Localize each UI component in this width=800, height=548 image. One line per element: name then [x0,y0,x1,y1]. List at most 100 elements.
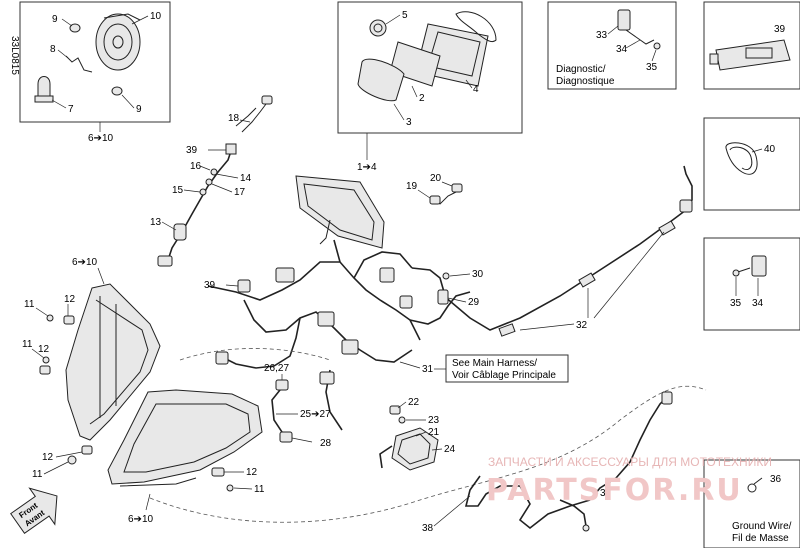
diagnostic-caption-2: Diagnostique [556,76,615,87]
sensor-29-30 [437,272,450,305]
callout-23: 23 [428,415,440,426]
front-arrow: Front Avant [10,487,58,534]
ref-6-10-top: 6➔10 [88,133,114,144]
callout-35-b: 35 [730,298,742,309]
seal-gasket [455,11,497,43]
callout-11-c: 11 [32,469,43,480]
callout-39-c: 39 [204,280,216,291]
callout-18: 18 [228,113,240,124]
callout-28: 28 [320,438,332,449]
callout-14: 14 [240,173,252,184]
part-29 [437,289,449,305]
ref-1-4: 1➔4 [357,162,377,173]
callout-19: 19 [406,181,418,192]
callout-12-a: 12 [64,294,76,305]
callout-33: 33 [596,30,608,41]
bulb-9-bottom [111,86,123,96]
inset-diagnostic-frame [547,1,677,90]
bracket-34 [751,255,767,277]
callout-11-a: 11 [24,299,35,310]
callout-2: 2 [419,93,425,104]
watermark-logo: PARTSFOR.RU [486,473,743,508]
callout-10: 10 [150,11,162,22]
grommet-16 [225,143,237,155]
diagnostic-caption-1: Diagnostic/ [556,64,606,75]
callout-21: 21 [428,427,440,438]
harness-caption-1: See Main Harness/ [452,358,537,369]
callout-34-a: 34 [616,44,628,55]
callout-39-b: 39 [186,145,198,156]
callout-12-b: 12 [38,344,50,355]
part-20 [451,183,463,193]
bracket-inset [732,255,767,277]
ref-25-27: 25➔27 [300,409,331,420]
callout-8: 8 [50,44,56,55]
bulb-inset [34,13,141,103]
callout-4: 4 [473,84,479,95]
dashed-route [149,385,707,523]
callout-34-b: 34 [752,298,764,309]
right-headlamp [107,389,263,492]
callout-7: 7 [68,104,74,115]
sensor-25-27 [271,379,293,443]
harness-caption-2: Voir Câblage Principale [452,370,556,381]
callout-37: 37 [600,488,612,499]
callout-11-b: 11 [22,339,33,350]
diag-connector-33 [617,9,631,31]
drawing-code: 33L0815 [9,36,20,75]
instrument-cluster [295,175,385,249]
callout-39-a: 39 [774,24,786,35]
callout-24: 24 [444,444,456,455]
diagnostic-inset [617,9,661,50]
main-harness [207,239,471,431]
inset-bulbs-frame [19,1,171,123]
module-24 [379,405,439,471]
screw-35 [732,269,740,277]
callout-17: 17 [234,187,246,198]
callout-30: 30 [472,269,484,280]
inset-39-frame [703,1,800,90]
gauge-inset [357,11,497,102]
callout-9-b: 9 [136,104,142,115]
clamp-inset [725,142,758,175]
headlamp-bulb-7 [37,76,51,97]
callout-40: 40 [764,144,776,155]
inset-gauge-frame [337,1,523,134]
callout-31: 31 [422,364,434,375]
callout-29: 29 [468,297,480,308]
callout-20: 20 [430,173,442,184]
callout-3: 3 [406,117,412,128]
harness-caption-box [445,354,569,383]
clamp-40 [725,142,758,175]
inset-ground-wire-frame [703,459,800,548]
sensor-13 [173,223,187,241]
gauge-5 [369,19,387,37]
switch-assembly [429,183,463,205]
callout-9-a: 9 [52,14,58,25]
pigtail-assembly [157,95,273,267]
ground-caption-1: Ground Wire/ [732,521,792,532]
extension-wire [443,165,693,337]
callout-32: 32 [576,320,588,331]
callout-15: 15 [172,185,184,196]
grease-tube-39 [715,39,791,71]
dashed-route-2 [179,348,331,361]
ground-lug-36 [747,483,757,493]
ground-caption-2: Fil de Masse [732,533,789,544]
callout-12-c: 12 [42,452,54,463]
inset-35-34-frame [703,237,800,331]
left-headlamp-housing [39,283,161,465]
callout-36: 36 [770,474,782,485]
ground-wire-inset [747,477,763,493]
ref-6-10-left: 6➔10 [72,257,98,268]
callout-11-d: 11 [254,484,265,495]
callout-16: 16 [190,161,202,172]
part-30 [442,272,450,280]
callout-5: 5 [402,10,408,21]
reflector-10 [95,13,141,71]
ref-6-10-bottom: 6➔10 [128,514,154,525]
bezel-3 [357,58,405,102]
bulb-9-top [69,23,81,33]
callout-12-d: 12 [246,467,258,478]
